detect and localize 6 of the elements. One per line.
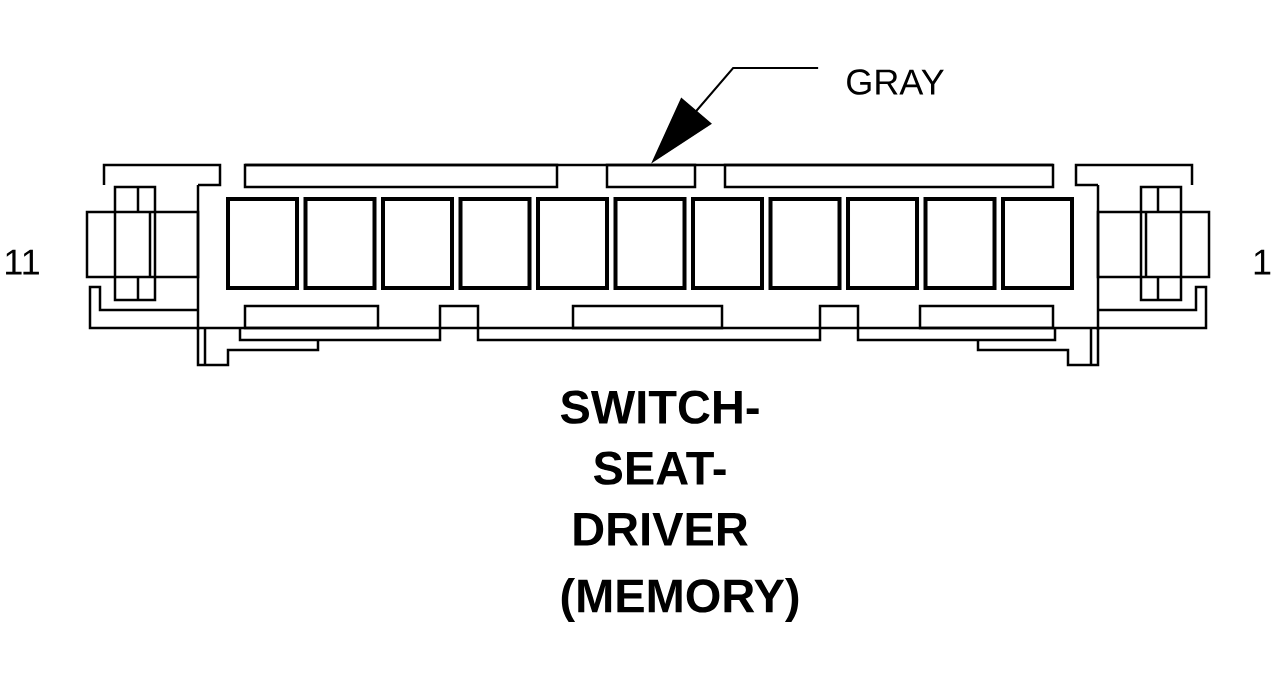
pin-number: 11	[6, 249, 39, 275]
slot-outline	[605, 163, 697, 189]
pin-number: 1	[1254, 249, 1271, 275]
connector-note: (MEMORY)	[561, 578, 799, 622]
callout-text: GRAY	[847, 69, 944, 95]
connector-name: SWITCH- SEAT- DRIVER	[560, 390, 759, 546]
